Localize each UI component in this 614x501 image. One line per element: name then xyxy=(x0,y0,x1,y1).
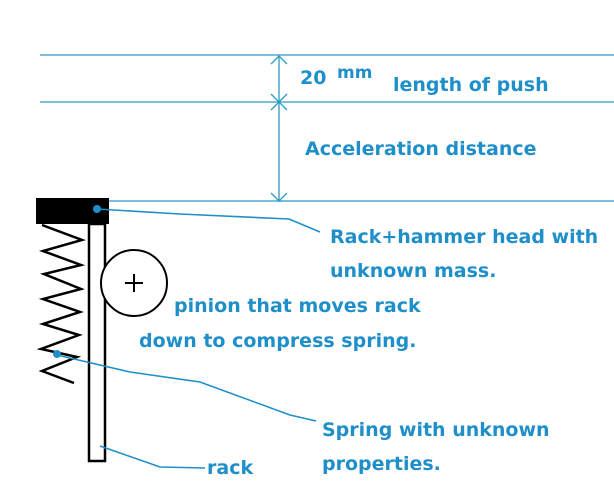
arrowhead-bottom xyxy=(270,192,288,202)
head-label-line1: Rack+hammer head with xyxy=(330,226,598,248)
rack-leader-line xyxy=(99,445,206,469)
spring-leader-dot xyxy=(53,350,61,358)
pinion-label-line2: down to compress spring. xyxy=(139,330,416,352)
spring-leader-line xyxy=(56,354,317,422)
push-label: length of push xyxy=(393,74,549,96)
head-leader-dot xyxy=(93,205,101,213)
spring-label-line2: properties. xyxy=(322,453,441,475)
arrowhead-mid-down xyxy=(270,101,288,111)
arrowhead-top xyxy=(270,55,288,65)
rack-bar xyxy=(87,222,107,463)
pinion-gear xyxy=(100,249,168,317)
acceleration-label: Acceleration distance xyxy=(305,138,537,160)
pinion-label-line1: pinion that moves rack xyxy=(174,295,421,317)
head-label-line2: unknown mass. xyxy=(330,260,496,282)
head-leader-line xyxy=(96,208,321,233)
spring-label-line1: Spring with unknown xyxy=(322,419,550,441)
rack-label: rack xyxy=(207,457,253,479)
push-value: 20 xyxy=(300,67,326,89)
spring-zigzag xyxy=(36,223,87,385)
push-unit: mm xyxy=(337,63,372,83)
